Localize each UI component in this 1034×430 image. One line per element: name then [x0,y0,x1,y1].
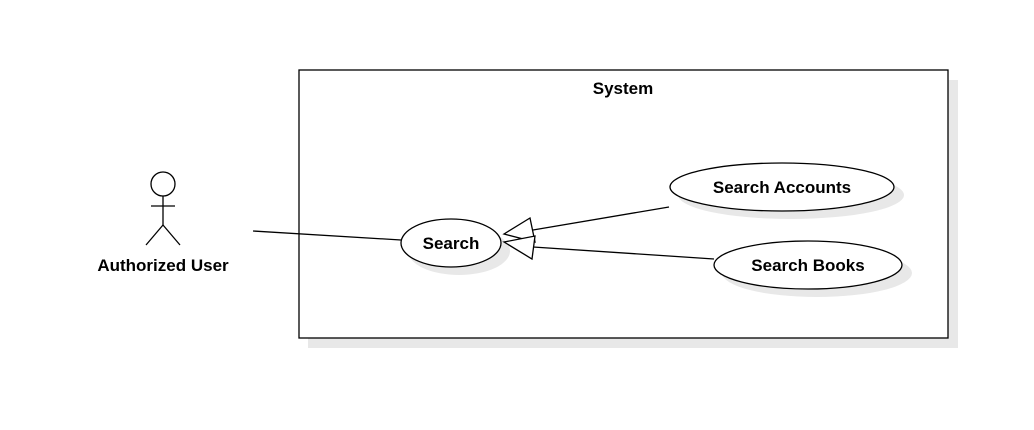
system-title: System [593,79,653,98]
association-line [252,230,402,241]
use-case-search: Search [400,218,510,275]
generalization-arrowhead-books [502,235,536,261]
stick-figure-icon [145,171,181,246]
use-case-search-books: Search Books [713,240,912,297]
use-case-search-accounts: Search Accounts [669,162,904,219]
use-case-search-label: Search [423,234,480,253]
actor-authorized-user: Authorized User [97,171,229,275]
generalization-line-accounts [532,206,670,231]
use-case-search-books-label: Search Books [751,256,864,275]
generalization-arrowhead-accounts [502,216,536,243]
actor-label: Authorized User [97,256,229,275]
use-case-search-accounts-label: Search Accounts [713,178,851,197]
generalization-line-books [532,246,715,260]
